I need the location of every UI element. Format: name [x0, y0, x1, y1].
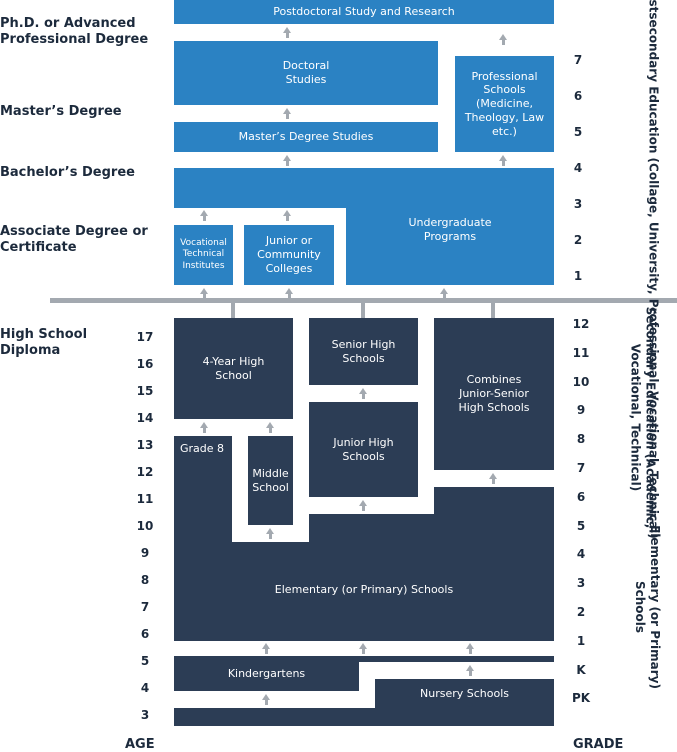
year-label: 4	[573, 161, 583, 175]
professional-schools-box: Professional Schools (Medicine, Theology…	[455, 56, 554, 152]
label-phd: Ph.D. or Advanced Professional Degree	[0, 16, 149, 48]
postsecondary-side-label: Postsecondary Education (Collage, Univer…	[646, 0, 661, 539]
vocational-box: Vocational Technical Institutes	[174, 225, 233, 285]
grade8-label: Grade 8	[180, 442, 225, 455]
nursery-box: Nursery Schools	[375, 679, 554, 709]
age-label: 6	[140, 627, 150, 641]
grade-label: 8	[576, 432, 586, 447]
age-label: 17	[136, 330, 154, 344]
grade-label: 12	[572, 317, 590, 331]
age-label: 10	[136, 519, 154, 533]
elementary-label: Elementary (or Primary) Schools	[274, 583, 454, 597]
grade-label: 4	[576, 547, 586, 562]
age-label: 12	[136, 465, 154, 479]
age-label: 8	[140, 573, 150, 587]
age-label: 15	[136, 384, 154, 398]
grade-label: 9	[576, 403, 586, 418]
connector	[491, 303, 495, 319]
grade-label: 11	[572, 345, 590, 360]
grade-axis-title: GRADE	[573, 737, 624, 752]
grade-label: 5	[576, 518, 586, 533]
grade-label: 2	[576, 605, 586, 619]
kindergartens-box: Kindergartens	[174, 656, 359, 691]
age-label: 14	[136, 411, 154, 425]
junior-college-box: Junior or Community Colleges	[244, 225, 334, 285]
year-label: 2	[573, 233, 583, 247]
grade-label: K	[576, 662, 586, 677]
age-label: 9	[140, 546, 150, 560]
senior-hs-box: Senior High Schools	[309, 318, 418, 385]
label-bachelors: Bachelor’s Degree	[0, 165, 135, 180]
masters-studies-box: Master’s Degree Studies	[174, 122, 438, 152]
label-masters: Master’s Degree	[0, 104, 122, 119]
label-associate: Associate Degree or Certificate	[0, 224, 148, 256]
grade-label: 3	[576, 576, 586, 591]
age-label: 4	[140, 681, 150, 695]
elementary-step-top	[434, 487, 554, 517]
year-label: 7	[573, 53, 583, 67]
year-label: 3	[573, 197, 583, 211]
year-label: 1	[573, 269, 583, 283]
grade-label: PK	[571, 691, 591, 706]
elementary-band	[174, 542, 554, 641]
year-label: 5	[573, 125, 583, 139]
connector	[361, 303, 365, 319]
postdoctoral-box: Postdoctoral Study and Research	[174, 0, 554, 24]
year-label: 6	[573, 89, 583, 103]
divider-bar	[50, 298, 677, 303]
grade-label: 6	[576, 489, 586, 504]
elementary-side-label: Elementary (or Primary) Schools	[633, 525, 662, 689]
grade-label: 7	[576, 461, 586, 475]
connector	[231, 303, 235, 319]
label-high-school: High School Diploma	[0, 327, 88, 359]
age-label: 11	[136, 492, 154, 506]
age-label: 16	[136, 357, 154, 371]
nursery-base	[174, 708, 554, 726]
age-axis-title: AGE	[125, 737, 155, 752]
four-year-hs-box: 4-Year High School	[174, 318, 293, 419]
age-label: 13	[136, 438, 154, 452]
junior-hs-box: Junior High Schools	[309, 402, 418, 497]
age-label: 3	[140, 708, 150, 722]
grade-label: 1	[576, 633, 586, 648]
undergraduate-box: Undergraduate Programs	[346, 168, 554, 285]
grade-label: 10	[572, 374, 590, 389]
elementary-step-upper	[309, 514, 554, 544]
middle-school-box: Middle School	[248, 436, 293, 525]
age-label: 5	[140, 654, 150, 668]
combined-hs-box: Combines Junior-Senior High Schools	[434, 318, 554, 470]
doctoral-box: Doctoral Studies	[174, 41, 438, 105]
secondary-side-label: Secondary Education (Academic, Vocationa…	[628, 306, 658, 529]
age-label: 7	[140, 600, 150, 614]
kindergarten-extension	[359, 656, 554, 662]
